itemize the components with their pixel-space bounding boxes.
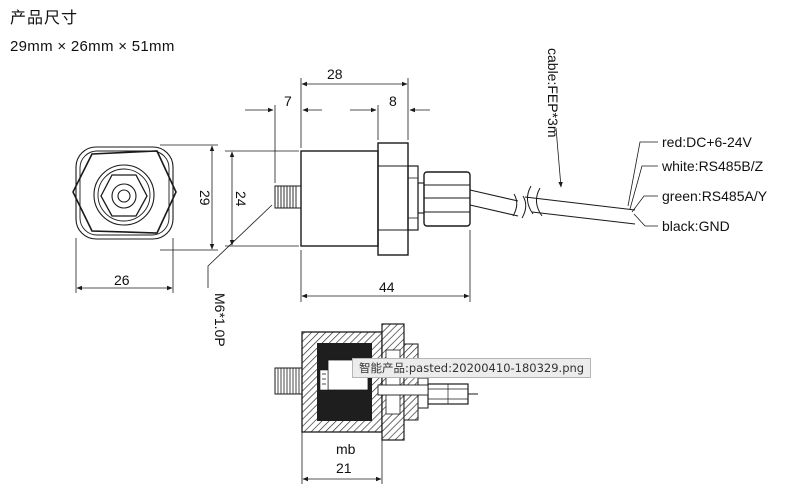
inner-hex <box>100 174 148 217</box>
sensor-body <box>300 150 379 247</box>
dim-overall-length: 44 <box>379 279 395 295</box>
dim-total-length: 28 <box>327 66 343 82</box>
hex-nut <box>377 142 409 256</box>
side-view <box>207 78 658 302</box>
page-title: 产品尺寸 <box>10 8 79 27</box>
front-height-label: 29 <box>197 190 213 206</box>
cable <box>469 189 519 202</box>
front-view <box>72 144 218 293</box>
hex-outline <box>72 150 177 234</box>
front-width-label: 26 <box>114 272 130 288</box>
wire-black-label: black:GND <box>662 218 730 234</box>
section-view <box>274 323 478 484</box>
section-width-label: 21 <box>336 460 352 476</box>
wire-red-label: red:DC+6-24V <box>662 134 753 150</box>
thread-lines <box>277 186 297 208</box>
wire-white-label: white:RS485B/Z <box>661 158 764 174</box>
dim-thread-length: 7 <box>284 93 292 109</box>
dim-nut-width: 8 <box>389 93 397 109</box>
product-dimensions: 29mm × 26mm × 51mm <box>10 38 175 55</box>
section-label-top: mb <box>336 441 356 457</box>
cable-gland <box>423 171 471 227</box>
cable-spec-label: cable:FEP*3m <box>545 48 561 137</box>
wire-green-label: green:RS485A/Y <box>662 188 768 204</box>
dim-body-diameter: 24 <box>233 191 249 207</box>
thread-spec-label: M6*1.0P <box>212 293 228 347</box>
image-tooltip: 智能产品:pasted:20200410-180329.png <box>352 358 592 378</box>
section-thread-lines <box>277 368 300 394</box>
